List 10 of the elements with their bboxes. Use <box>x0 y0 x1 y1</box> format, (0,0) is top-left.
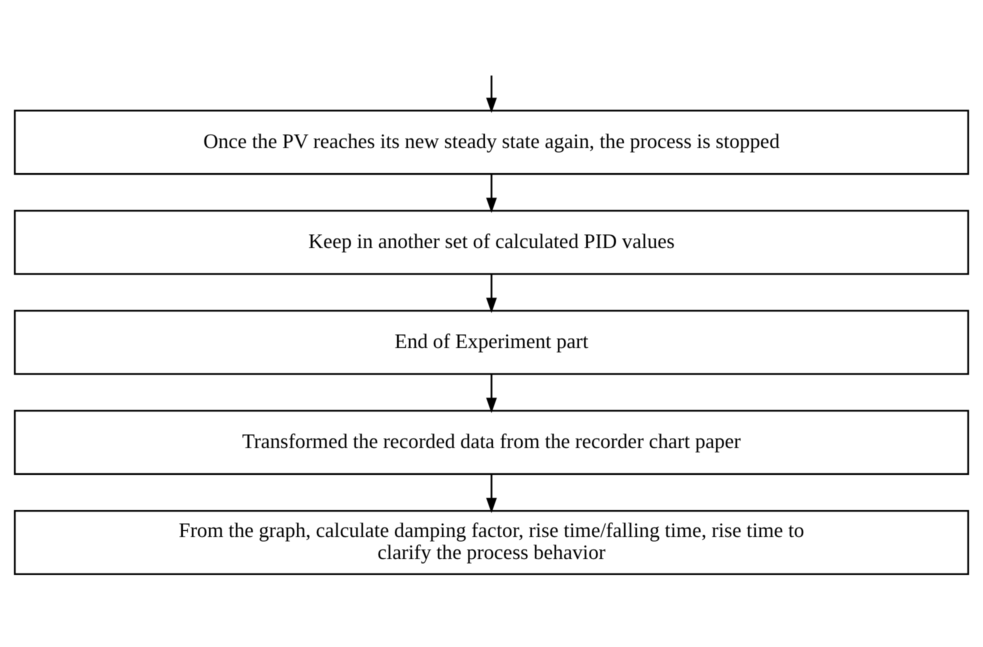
node-box: Keep in another set of calculated PID values <box>14 209 970 274</box>
arrow <box>486 173 497 213</box>
node-box: Once the PV reaches its new steady state again, the process is stopped <box>14 109 970 174</box>
node-box: Transformed the recorded data from the recorder chart paper <box>14 409 970 474</box>
arrow <box>486 75 497 113</box>
node-box: End of Experiment part <box>14 309 970 374</box>
arrow <box>486 374 497 413</box>
arrow <box>486 474 497 513</box>
node-box: From the graph, calculate damping factor, rise time/falling time, rise time to clarify the process behavior <box>14 509 970 574</box>
arrow <box>486 274 497 313</box>
